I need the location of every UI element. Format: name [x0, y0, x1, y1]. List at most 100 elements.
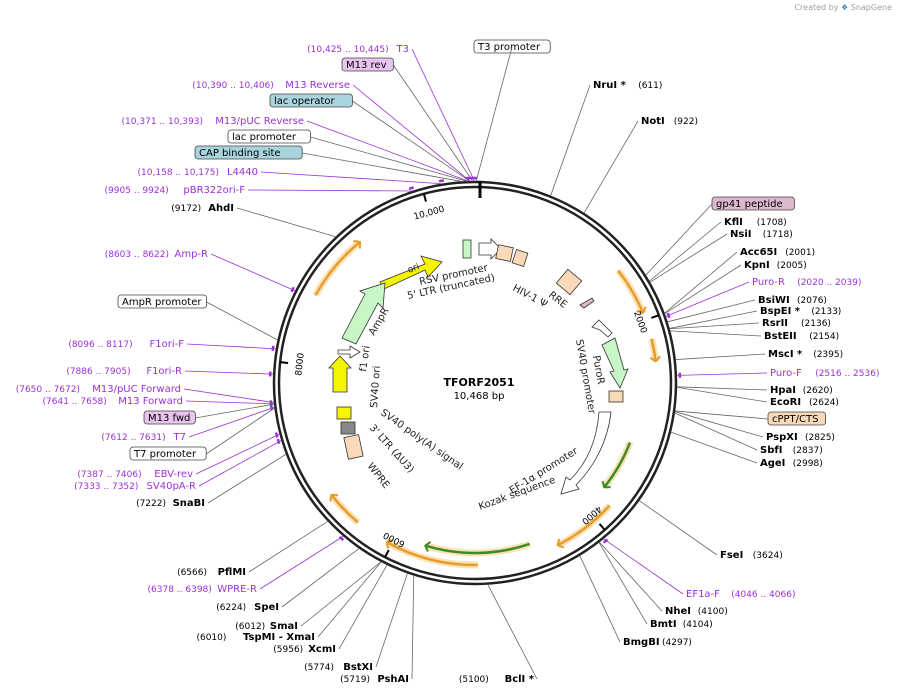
label-bspei: BspEI * (2133)	[669, 306, 841, 329]
primer-mark-pbr322ori-f	[408, 186, 415, 191]
inner-features	[328, 238, 629, 495]
pos-pshai: (5719)	[340, 675, 370, 685]
pos-bstxi: (5774)	[304, 663, 334, 673]
text-ahdi: AhdI	[208, 203, 234, 214]
leader-t7	[188, 406, 275, 438]
feature-arc-5-head	[424, 541, 432, 552]
box-m13-fwd	[143, 410, 196, 425]
created-by-credit: Created by ❖ SnapGene	[794, 3, 892, 12]
pos-m13-puc-forward: (7650 .. 7672)	[16, 385, 80, 395]
inner-label-f1-ori: f1 ori	[358, 345, 373, 372]
leader-m13-forward	[185, 400, 275, 405]
label-nhei: NheI(4100)	[599, 541, 728, 617]
pos-t7: (7612 .. 7631)	[101, 433, 165, 443]
pos-tspmi-xmai: (6010)	[196, 633, 226, 643]
text-rsrii: RsrII	[762, 318, 788, 329]
label-puro-r: Puro-R(2020 .. 2039)	[665, 277, 861, 319]
plasmid-length: 10,468 bp	[454, 391, 505, 402]
text-bspei: BspEI *	[760, 306, 801, 317]
credit-prefix: Created by	[794, 3, 839, 12]
text-ef1a-f: EF1a-F	[686, 589, 720, 600]
text-bmti: BmtI	[650, 619, 677, 630]
text-agei: AgeI	[760, 458, 785, 469]
pos-smai: (6012)	[235, 622, 265, 632]
text-hpai: HpaI	[770, 385, 796, 396]
leader-bmti	[598, 542, 648, 625]
text-tspmi-xmai: TspMI - XmaI	[243, 632, 315, 643]
text-f1ori-f: F1ori-F	[150, 339, 185, 350]
pos-bmti: (4104)	[683, 620, 713, 630]
ori-arrow	[379, 255, 443, 290]
label-bmti: BmtI (4104)	[598, 542, 713, 630]
label-bsteii: BstEII(2154)	[670, 330, 839, 342]
label-xcmi: XcmI(5956)	[273, 564, 388, 655]
ltr-arrow	[478, 238, 502, 260]
inner-label-hiv-psi: HIV-1 Ψ	[511, 283, 550, 310]
text-amp-r: Amp-R	[175, 249, 209, 260]
text-noti: NotI	[641, 116, 665, 127]
pos-nsii: (1718)	[763, 230, 793, 240]
label-sv40pa-r: SV40pA-R(7333 .. 7352)	[74, 438, 282, 492]
primer-mark-ef1a-f	[602, 538, 609, 544]
leader-nhei	[599, 541, 663, 612]
primer-mark-puro-r	[666, 312, 671, 319]
pos-agei: (2998)	[793, 459, 823, 469]
leader-acc65i	[664, 251, 738, 314]
label-m13-puc-reverse: M13/pUC Reverse(10,371 .. 10,393)	[122, 116, 471, 182]
feature-arc-8-head	[353, 239, 361, 249]
backbone-inner-circle	[277, 185, 673, 581]
snapgene-logo-icon: ❖	[841, 3, 849, 12]
label-smai: SmaI(6012)	[235, 561, 382, 632]
leader-tspmi-xmai	[317, 561, 382, 638]
box-m13-rev	[341, 57, 394, 72]
label-t3: T3(10,425 .. 10,445)	[307, 44, 477, 182]
label-ecori: EcoRI(2624)	[676, 386, 839, 408]
text-m13-reverse: M13 Reverse	[285, 80, 350, 91]
text-puro-f: Puro-F	[770, 368, 802, 379]
rre-box	[555, 268, 583, 296]
leader-kpni	[664, 264, 742, 315]
leader-ebv-rev	[195, 433, 280, 475]
leader-pbr322ori-f	[247, 189, 413, 192]
label-hpai: HpaI(2620)	[676, 385, 833, 396]
label-ampr-promoter: AmpR promoter	[117, 294, 278, 341]
pos-bcli: (5100)	[459, 675, 489, 685]
feature-arrows	[312, 239, 661, 569]
pos-kpni: (2005)	[777, 261, 807, 271]
pos-bspei: (2133)	[811, 307, 841, 317]
box-text-m13-rev: M13 rev	[346, 60, 387, 71]
pos-snabi: (7222)	[136, 499, 166, 509]
primer-mark-t7	[269, 405, 274, 411]
leader-f1ori-f	[186, 343, 276, 350]
text-msci: MscI *	[768, 349, 803, 360]
box-text-lac-operator: lac operator	[274, 96, 335, 107]
ampr-arrow	[341, 282, 386, 345]
box-lac-promoter	[227, 129, 311, 144]
text-bsiwi: BsiWI	[758, 295, 790, 306]
label-f1ori-r: F1ori-R(7886 .. 7905)	[66, 366, 274, 377]
feature-arc-7	[330, 494, 359, 524]
label-pshai: PshAI(5719)	[340, 575, 415, 685]
text-acc65i: Acc65I	[740, 247, 777, 258]
rsv-promoter-box	[462, 239, 472, 259]
label-bcli: BclI *(5100)	[459, 584, 538, 685]
scale-label-4000: 4000	[579, 503, 603, 526]
text-nhei: NheI	[665, 606, 691, 617]
leader-pspxi	[674, 411, 764, 438]
leader-agei	[670, 431, 758, 464]
leader-puro-f	[676, 372, 768, 376]
wpre-box	[343, 434, 364, 460]
label-kfli: KflI(1708)	[649, 217, 787, 282]
text-spei: SpeI	[254, 602, 279, 613]
pos-sbfi: (2837)	[793, 446, 823, 456]
label-f1ori-f: F1ori-F(8096 .. 8117)	[68, 339, 276, 351]
feature-arc-2-head	[649, 355, 661, 363]
box-cap-binding-site	[194, 145, 303, 160]
feature-arc-4-head	[556, 538, 565, 549]
text-t3: T3	[396, 44, 409, 55]
primer-mark-ebv-rev	[274, 432, 279, 438]
leader-amp-r	[210, 253, 296, 292]
pos-puro-r: (2020 .. 2039)	[797, 278, 861, 288]
scale-tick-2000	[651, 314, 660, 319]
feature-arc-8	[314, 240, 361, 296]
